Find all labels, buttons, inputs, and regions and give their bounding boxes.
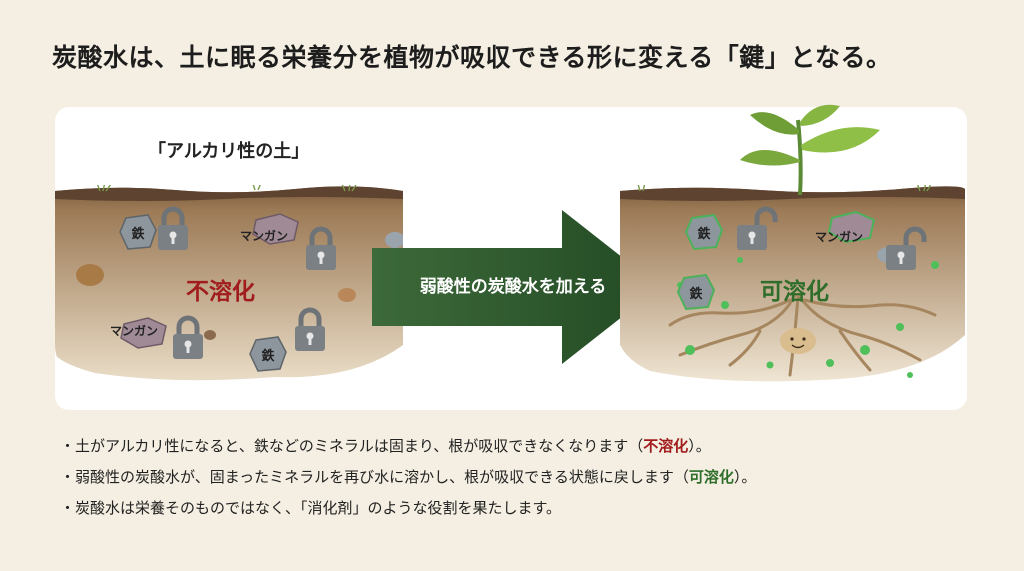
soluble-highlight: 可溶化 bbox=[688, 468, 734, 486]
bullet-suffix: ）。 bbox=[688, 437, 711, 455]
lock-closed-icon bbox=[306, 226, 336, 270]
iron-label: 鉄 bbox=[261, 348, 275, 364]
manganese-label: マンガン bbox=[815, 230, 864, 244]
lock-closed-icon bbox=[295, 307, 325, 351]
soluble-status-label: 可溶化 bbox=[760, 279, 829, 305]
bullet-text: 土がアルカリ性になると、鉄などのミネラルは固まり、根が吸収できなくなります（ bbox=[75, 437, 644, 455]
arrow-label: 弱酸性の炭酸水を加える bbox=[419, 277, 607, 297]
manganese-label: マンガン bbox=[110, 324, 159, 338]
iron-ore-right-1: 鉄 bbox=[684, 212, 724, 252]
list-item: 土がアルカリ性になると、鉄などのミネラルは固まり、根が吸収できなくなります（不溶… bbox=[60, 437, 756, 455]
iron-ore-left-2: 鉄 bbox=[248, 334, 288, 374]
insoluble-status-label: 不溶化 bbox=[186, 279, 255, 305]
lock-closed-icon bbox=[158, 206, 188, 250]
lock-open-icon bbox=[886, 226, 927, 270]
bullet-suffix: ）。 bbox=[733, 468, 757, 486]
alkaline-soil-heading: 「アルカリ性の土」 bbox=[148, 141, 310, 162]
list-item: 弱酸性の炭酸水が、固まったミネラルを再び水に溶かし、根が吸収できる状態に戻します… bbox=[60, 468, 756, 486]
iron-label: 鉄 bbox=[689, 286, 703, 302]
manganese-ore-left-2 bbox=[118, 316, 170, 350]
page-title: 炭酸水は、土に眠る栄養分を植物が吸収できる形に変える「鍵」となる。 bbox=[52, 43, 892, 72]
iron-label: 鉄 bbox=[131, 226, 145, 242]
manganese-ore-right bbox=[826, 210, 878, 244]
iron-ore-left-1: 鉄 bbox=[118, 212, 158, 252]
bullet-text: 炭酸水は栄養そのものではなく、「消化剤」のような役割を果たします。 bbox=[75, 499, 562, 517]
transition-arrow bbox=[372, 210, 660, 364]
manganese-label: マンガン bbox=[240, 229, 289, 243]
list-item: 炭酸水は栄養そのものではなく、「消化剤」のような役割を果たします。 bbox=[60, 499, 756, 517]
lock-closed-icon bbox=[173, 315, 203, 359]
lock-open-icon bbox=[737, 206, 778, 250]
iron-label: 鉄 bbox=[697, 226, 711, 242]
plant-sprout-icon bbox=[740, 104, 880, 195]
bullet-text: 弱酸性の炭酸水が、固まったミネラルを再び水に溶かし、根が吸収できる状態に戻します… bbox=[75, 468, 689, 486]
iron-ore-right-2: 鉄 bbox=[676, 272, 716, 312]
explanation-list: 土がアルカリ性になると、鉄などのミネラルは固まり、根が吸収できなくなります（不溶… bbox=[60, 437, 756, 530]
insoluble-highlight: 不溶化 bbox=[643, 437, 689, 455]
manganese-ore-left-1 bbox=[250, 212, 302, 246]
